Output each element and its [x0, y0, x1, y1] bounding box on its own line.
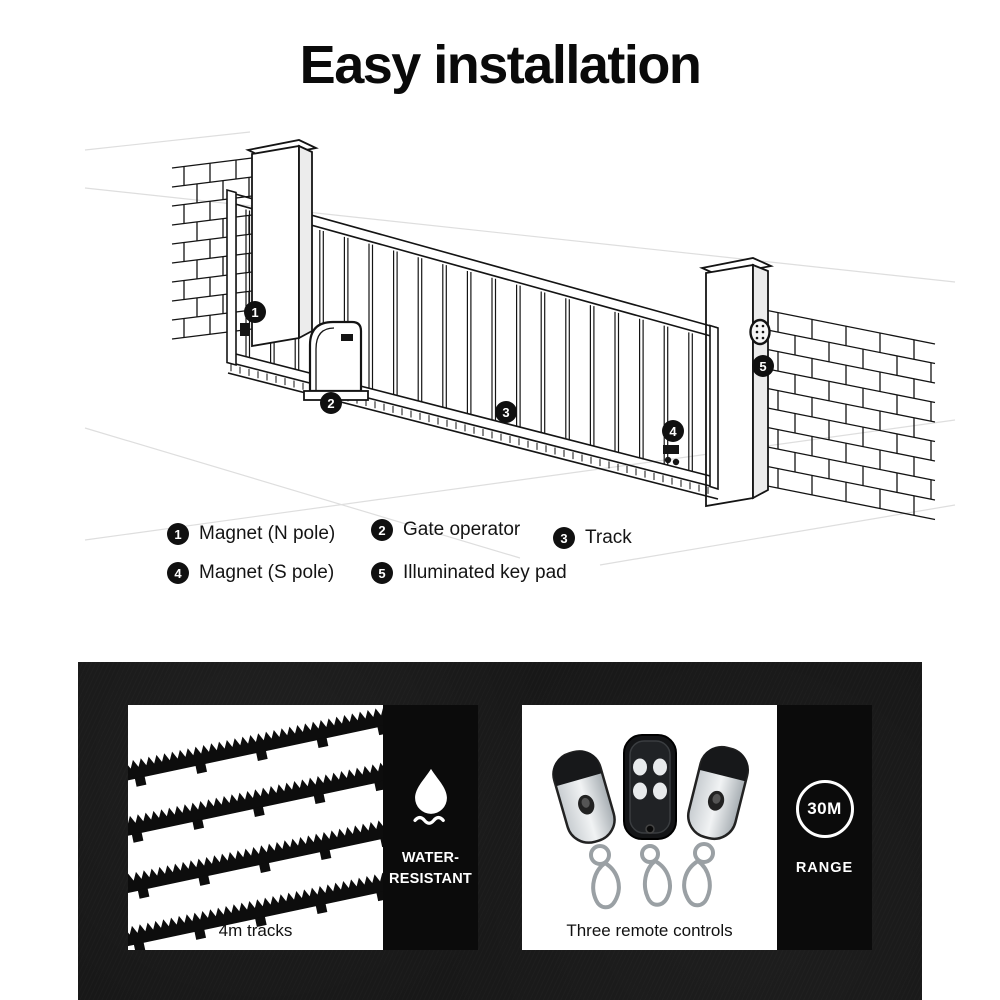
legend-item-gate-operator: 2 Gate operator — [371, 519, 520, 541]
gate-stiles — [226, 188, 719, 491]
track-rack-teeth — [230, 364, 709, 494]
keyring-clasps — [589, 842, 715, 910]
legend-label: Magnet (S pole) — [199, 562, 335, 583]
right-brick-wall — [764, 309, 936, 521]
magnet-n-pole-part — [240, 323, 249, 336]
features-section: 4m tracks WATER- RESISTANT — [78, 662, 922, 1000]
callout-1: 1 — [244, 301, 266, 323]
legend-badge: 5 — [371, 562, 393, 584]
remote-fob-left — [552, 750, 616, 844]
legend-badge: 1 — [167, 523, 189, 545]
range-value: 30M — [807, 798, 842, 818]
left-brick-wall — [171, 157, 253, 340]
water-resistant-line2: RESISTANT — [389, 870, 472, 887]
gate-operator-part — [303, 320, 369, 401]
legend-item-track: 3 Track — [553, 527, 632, 549]
legend-badge: 4 — [167, 562, 189, 584]
gate-installation-diagram: 1 2 3 4 5 — [0, 110, 1000, 655]
range-badge-circle: 30M — [795, 779, 854, 838]
range-panel: 30M RANGE — [777, 705, 872, 950]
legend-label: Illuminated key pad — [403, 562, 567, 583]
legend-label: Gate operator — [403, 519, 521, 540]
tracks-image: 4m tracks — [128, 705, 383, 950]
remotes-image: Three remote controls — [522, 705, 777, 950]
remote-controls-image — [552, 734, 749, 910]
water-resistant-panel: WATER- RESISTANT — [383, 705, 478, 950]
tracks-caption: 4m tracks — [218, 921, 293, 940]
page-title: Easy installation — [299, 35, 702, 95]
water-resistant-label: WATER- RESISTANT — [389, 848, 472, 889]
remotes-caption: Three remote controls — [566, 921, 733, 940]
gate-diagram-svg — [84, 131, 956, 566]
legend-item-keypad: 5 Illuminated key pad — [371, 562, 567, 584]
left-pillar — [245, 139, 319, 348]
legend-label: Track — [585, 527, 632, 548]
callout-5: 5 — [752, 355, 774, 377]
legend-item-magnet-n: 1 Magnet (N pole) — [167, 523, 335, 545]
keypad-icon — [749, 318, 771, 346]
remotes-card: Three remote controls 30M RANGE — [522, 705, 872, 950]
callout-4: 4 — [662, 420, 684, 442]
gear-racks-image — [128, 705, 383, 950]
water-drop-icon — [412, 769, 447, 826]
legend-label: Magnet (N pole) — [199, 523, 336, 544]
magnet-s-pole-part — [663, 445, 680, 466]
legend-badge: 3 — [553, 527, 575, 549]
remote-fob-right — [687, 745, 749, 841]
tracks-card: 4m tracks WATER- RESISTANT — [128, 705, 478, 950]
legend-item-magnet-s: 4 Magnet (S pole) — [167, 562, 334, 584]
callout-2: 2 — [320, 392, 342, 414]
water-resistant-line1: WATER- — [401, 850, 460, 867]
callout-3: 3 — [495, 401, 517, 423]
remote-fob-middle — [623, 734, 677, 840]
range-label: RANGE — [795, 859, 854, 876]
legend-badge: 2 — [371, 519, 393, 541]
